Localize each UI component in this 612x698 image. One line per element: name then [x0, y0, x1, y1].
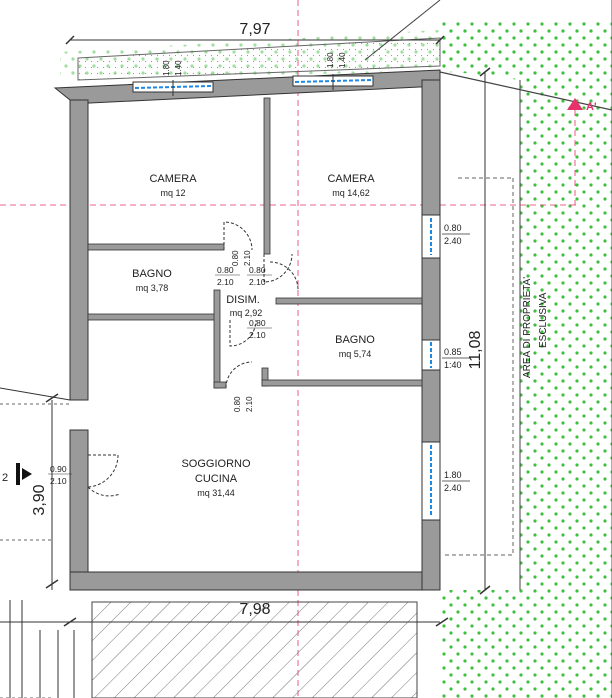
win-right-bagno-h: 1:40	[444, 360, 462, 370]
left-side: 3,90 2	[0, 387, 71, 698]
room-bagno-2-name: BAGNO	[335, 334, 375, 346]
top-dimension: 7,97	[65, 21, 445, 45]
win-right-bagno-w: 0.85	[444, 347, 462, 357]
win-top-left-w: 1.80	[162, 60, 171, 76]
leader-line	[364, 0, 441, 61]
right-dimension: 11,08	[467, 67, 491, 595]
room-disim-name: DISIM.	[226, 294, 260, 306]
section-marker-label: A'	[586, 101, 597, 113]
door-swings	[87, 221, 299, 497]
door-camera1-h: 2.10	[243, 250, 252, 266]
door-labels: 0.80 2.10 0.80 2.10 0.80 2.10 0.80 2.10 …	[48, 250, 272, 486]
win-top-left-h: 1.40	[174, 60, 183, 76]
room-camera-2-name: CAMERA	[327, 173, 375, 185]
dim-left-label: 3,90	[31, 484, 48, 515]
door-camera2-w: 0.80	[249, 265, 266, 275]
room-bagno-1-area: mq 3,78	[136, 283, 169, 293]
room-soggiorno-area: mq 31,44	[197, 488, 235, 498]
door-bagno1-w: 0.80	[217, 265, 234, 275]
door-soggiorno-w: 0.80	[233, 396, 242, 412]
garden-label-line2: ESCLUSIVA	[538, 292, 549, 348]
window-top-left: 1.80 1.40	[132, 60, 214, 96]
room-bagno-2-area: mq 5,74	[339, 349, 372, 359]
dim-right-label: 11,08	[467, 330, 484, 369]
door-bagno2-w: 0.80	[249, 318, 266, 328]
room-camera-1-area: mq 12	[160, 188, 185, 198]
door-entrance-h: 2.10	[50, 476, 67, 486]
win-right-soggiorno-w: 1.80	[444, 470, 462, 480]
bottom-area: 7,98	[0, 600, 449, 698]
door-soggiorno-h: 2.10	[245, 396, 254, 412]
win-top-right-w: 1.80	[326, 52, 335, 68]
window-right-camera: 0.80 2.40	[421, 214, 470, 259]
room-camera-2-area: mq 14,62	[332, 188, 370, 198]
door-camera2-h: 2.10	[249, 277, 266, 287]
garden-label-line1: AREA DI PROPRIETA'	[522, 277, 533, 378]
door-bagno2-h: 2.10	[249, 330, 266, 340]
win-right-camera-w: 0.80	[444, 223, 462, 233]
door-camera1-w: 0.80	[231, 250, 240, 266]
door-entrance-w: 0.90	[50, 464, 67, 474]
window-right-bagno: 0.85 1:40	[421, 339, 470, 371]
room-bagno-1-name: BAGNO	[132, 268, 172, 280]
room-soggiorno-name: SOGGIORNO	[181, 458, 251, 470]
room-soggiorno-name2: CUCINA	[195, 473, 238, 485]
win-right-soggiorno-h: 2.40	[444, 483, 462, 493]
section-left-label: 2	[2, 472, 8, 484]
section-arrow	[567, 98, 583, 110]
win-top-right-h: 1.40	[338, 52, 347, 68]
dim-top-label: 7,97	[239, 21, 270, 38]
door-bagno1-h: 2.10	[217, 277, 234, 287]
room-camera-1-name: CAMERA	[149, 173, 197, 185]
window-top-right: 1.80 1.40	[292, 52, 374, 90]
interior-walls	[87, 97, 423, 389]
dim-bottom-label: 7,98	[239, 601, 270, 618]
win-right-camera-h: 2.40	[444, 236, 462, 246]
outer-walls	[53, 69, 441, 591]
room-disim-area: mq 2,92	[230, 308, 263, 318]
room-labels: CAMERA mq 12 CAMERA mq 14,62 BAGNO mq 3,…	[132, 173, 375, 498]
gutter	[77, 37, 441, 81]
window-right-soggiorno: 1.80 2.40	[421, 441, 470, 521]
